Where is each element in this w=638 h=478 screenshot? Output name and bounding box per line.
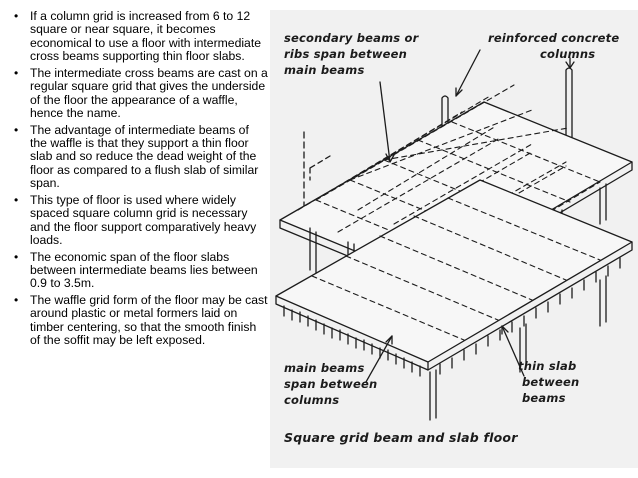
bullet-item: • The intermediate cross beams are cast o… xyxy=(14,65,269,121)
bullet-text: The economic span of the floor slabs bet… xyxy=(30,249,258,291)
base-columns xyxy=(429,275,607,421)
label-secondary-2: ribs span between xyxy=(284,47,407,61)
figure-labels: secondary beams or ribs span between mai… xyxy=(284,31,619,445)
bullet-text: If a column grid is increased from 6 to … xyxy=(30,9,262,64)
bullet-item: • If a column grid is increased from 6 to… xyxy=(14,9,269,64)
label-secondary-3: main beams xyxy=(284,63,365,77)
bullet-text: This type of floor is used where widely … xyxy=(30,192,257,248)
label-secondary-1: secondary beams or xyxy=(284,31,420,45)
label-columns-2: columns xyxy=(540,47,595,61)
label-main-3: columns xyxy=(284,393,339,407)
lower-ribs xyxy=(283,257,621,377)
label-columns-1: reinforced concrete xyxy=(488,31,619,45)
bullet-marker: • xyxy=(14,192,19,207)
bullet-item: • This type of floor is used where widely… xyxy=(14,192,269,248)
bullet-text: The intermediate cross beams are cast on… xyxy=(30,65,268,121)
bullet-marker: • xyxy=(14,249,19,264)
bullet-list: • If a column grid is increased from 6 to… xyxy=(14,9,269,351)
label-slab-3: beams xyxy=(522,391,566,405)
bullet-marker: • xyxy=(14,65,19,80)
bullet-text: The advantage of intermediate beams of t… xyxy=(30,122,259,191)
waffle-floor-drawing: secondary beams or ribs span between mai… xyxy=(275,31,633,445)
label-main-1: main beams xyxy=(284,361,365,375)
leader-arrows xyxy=(365,49,575,383)
lower-slab xyxy=(275,179,633,371)
label-main-2: span between xyxy=(284,377,377,391)
bullet-text: The waffle grid form of the floor may be… xyxy=(30,293,268,348)
waffle-floor-figure: secondary beams or ribs span between mai… xyxy=(270,10,638,468)
label-slab-2: between xyxy=(522,375,579,389)
bullet-marker: • xyxy=(14,293,19,308)
figure-caption: Square grid beam and slab floor xyxy=(284,430,518,445)
bullet-marker: • xyxy=(14,9,19,23)
bullet-marker: • xyxy=(14,122,19,137)
bullet-item: • The economic span of the floor slabs be… xyxy=(14,249,269,291)
label-slab-1: thin slab xyxy=(518,359,576,373)
bullet-item: • The waffle grid form of the floor may b… xyxy=(14,293,269,348)
bullet-item: • The advantage of intermediate beams of … xyxy=(14,122,269,191)
